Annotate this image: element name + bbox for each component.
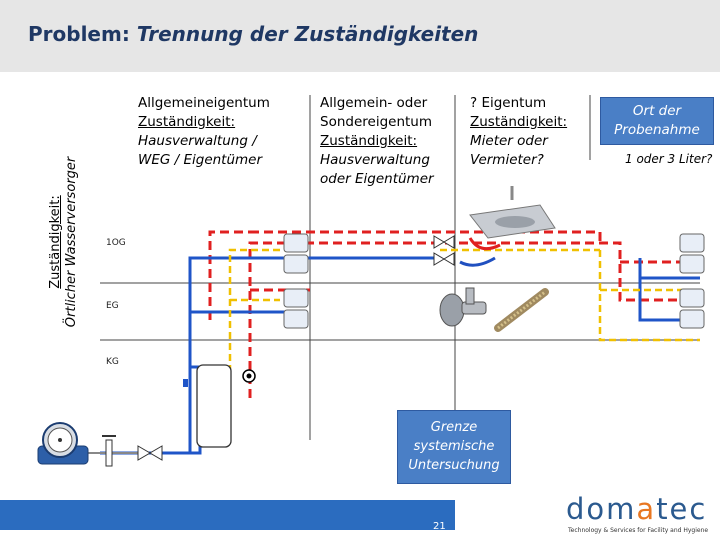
radiator-icon: [679, 233, 705, 329]
header-bar: [0, 0, 720, 72]
page-number: 21: [433, 521, 446, 532]
page-title: Problem: Trennung der Zuständigkeiten: [28, 22, 479, 46]
sink-hot-hose: [468, 237, 501, 251]
circulation-line: [228, 248, 700, 405]
column-eigentum-mieter: ? Eigentum Zuständigkeit: Mieter oder Ve…: [470, 95, 568, 168]
valve-icon: [137, 445, 163, 461]
footer: [0, 500, 720, 540]
hose-icon: [494, 288, 549, 332]
water-meter-icon: [37, 422, 89, 465]
column-allgemeineigentum: Allgemeineigentum Zuständigkeit: Hausver…: [138, 95, 270, 168]
angle-valve-icon: [439, 287, 487, 327]
boiler-icon: [196, 364, 232, 448]
company-logo: domatec: [566, 492, 708, 526]
hot-water-line-b: [208, 230, 250, 320]
sink-cold-hose: [459, 256, 496, 267]
sink-icon: [469, 186, 556, 239]
side-label: Zuständigkeit: Örtlicher Wasserversorger: [48, 156, 79, 328]
valve-icon: [433, 235, 455, 266]
sampling-volume: 1 oder 3 Liter?: [625, 152, 713, 166]
floor-label-1og: 1OG: [106, 238, 126, 248]
filter-icon: [102, 435, 116, 467]
sampling-location-box: Ort der Probenahme: [600, 97, 714, 145]
boundary-box: Grenze systemische Untersuchung: [397, 410, 511, 484]
floor-label-eg: EG: [106, 301, 119, 311]
check-valve-icon: [183, 379, 188, 387]
radiator-icon: [283, 233, 309, 329]
floor-label-kg: KG: [106, 357, 119, 367]
company-tagline: Technology & Services for Facility and H…: [568, 527, 709, 534]
footer-bar: [0, 500, 455, 530]
pump-icon: [242, 369, 256, 383]
column-sondereigentum: Allgemein- oder Sondereigentum Zuständig…: [320, 95, 434, 187]
